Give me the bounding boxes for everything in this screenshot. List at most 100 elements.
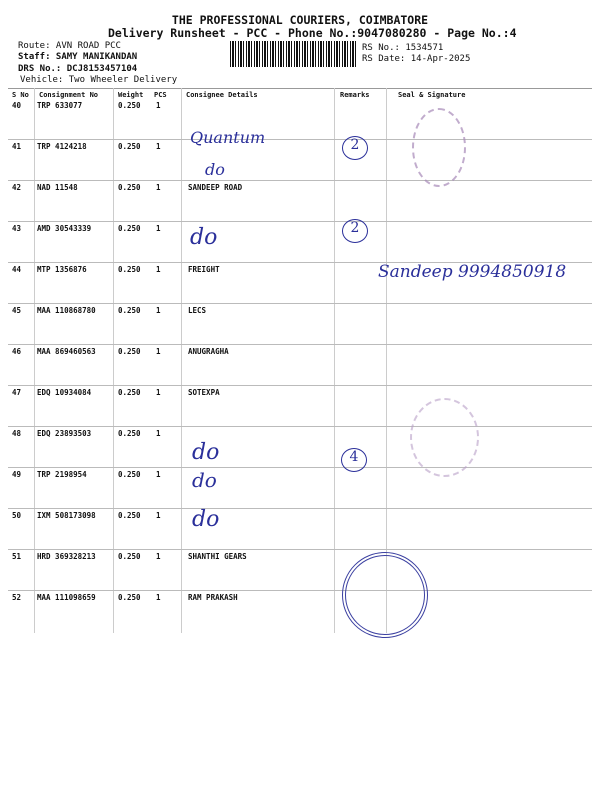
cell-wt: 0.250 xyxy=(118,429,141,438)
cell-sno: 46 xyxy=(12,347,22,356)
cell-pcs: 1 xyxy=(156,470,161,479)
col-seal: Seal & Signature xyxy=(398,91,466,99)
cell-pcs: 1 xyxy=(156,593,161,602)
cell-sno: 51 xyxy=(12,552,22,561)
handwriting-do: do xyxy=(192,440,220,465)
col-sno: S No xyxy=(12,91,29,99)
vehicle: Vehicle: Two Wheeler Delivery xyxy=(20,75,178,85)
cell-consignee: LECS xyxy=(188,306,207,315)
cell-consignee: ANUGRAGHA xyxy=(188,347,229,356)
cell-consignee: SOTEXPA xyxy=(188,388,220,397)
cell-sno: 43 xyxy=(12,224,22,233)
cell-pcs: 1 xyxy=(156,224,161,233)
cell-wt: 0.250 xyxy=(118,101,141,110)
cell-cn: MAA 111098659 xyxy=(37,593,96,602)
handwriting-do: do xyxy=(192,468,217,492)
row-divider xyxy=(8,139,592,140)
cell-sno: 48 xyxy=(12,429,22,438)
row-divider xyxy=(8,344,592,345)
row-divider xyxy=(8,426,592,427)
cell-pcs: 1 xyxy=(156,388,161,397)
cell-wt: 0.250 xyxy=(118,388,141,397)
row-divider xyxy=(8,303,592,304)
cell-pcs: 1 xyxy=(156,101,161,110)
remark-circle-4: 4 xyxy=(341,448,367,472)
cell-wt: 0.250 xyxy=(118,470,141,479)
col-consignee: Consignee Details xyxy=(186,91,258,99)
drs-number: DRS No.: DCJ8153457104 xyxy=(18,64,138,74)
runsheet-subtitle: Delivery Runsheet - PCC - Phone No.:9047… xyxy=(108,26,517,40)
cell-consignee: SANDEEP ROAD xyxy=(188,183,243,192)
row-divider xyxy=(8,262,592,263)
col-weight: Weight xyxy=(118,91,144,99)
cell-sno: 50 xyxy=(12,511,22,520)
cell-pcs: 1 xyxy=(156,265,161,274)
cell-pcs: 1 xyxy=(156,511,161,520)
cell-wt: 0.250 xyxy=(118,552,141,561)
cell-consignee: FREIGHT xyxy=(188,265,220,274)
row-divider xyxy=(8,590,592,591)
cell-pcs: 1 xyxy=(156,306,161,315)
col-remarks: Remarks xyxy=(340,91,370,99)
col-consignment: Consignment No xyxy=(39,91,99,99)
cell-sno: 52 xyxy=(12,593,22,602)
cell-pcs: 1 xyxy=(156,552,161,561)
company-seal-stamp xyxy=(342,552,428,638)
cell-sno: 40 xyxy=(12,101,22,110)
cell-cn: HRD 369328213 xyxy=(37,552,96,561)
cell-wt: 0.250 xyxy=(118,593,141,602)
rs-date: RS Date: 14-Apr-2025 xyxy=(362,54,471,64)
handwriting-do: do xyxy=(205,160,225,179)
cell-cn: TRP 633077 xyxy=(37,101,83,110)
cell-sno: 42 xyxy=(12,183,22,192)
staff: Staff: SAMY MANIKANDAN xyxy=(18,52,138,62)
rs-number: RS No.: 1534571 xyxy=(362,43,444,53)
cell-pcs: 1 xyxy=(156,347,161,356)
route: Route: AVN ROAD PCC xyxy=(18,41,121,51)
cell-sno: 45 xyxy=(12,306,22,315)
cell-wt: 0.250 xyxy=(118,306,141,315)
cell-pcs: 1 xyxy=(156,142,161,151)
seal-stamp xyxy=(410,398,479,477)
cell-wt: 0.250 xyxy=(118,347,141,356)
remark-circle-2: 2 xyxy=(342,219,368,243)
cell-sno: 47 xyxy=(12,388,22,397)
cell-sno: 41 xyxy=(12,142,22,151)
row-divider xyxy=(8,467,592,468)
cell-sno: 44 xyxy=(12,265,22,274)
handwriting-signature-phone: Sandeep 9994850918 xyxy=(378,262,567,282)
handwriting-quantum: Quantum xyxy=(190,128,266,147)
col-pcs: PCS xyxy=(154,91,167,99)
cell-cn: IXM 508173098 xyxy=(37,511,96,520)
row-divider xyxy=(8,221,592,222)
cell-cn: TRP 4124218 xyxy=(37,142,87,151)
barcode xyxy=(230,41,356,67)
cell-consignee: RAM PRAKASH xyxy=(188,593,238,602)
cell-cn: EDQ 23893503 xyxy=(37,429,92,438)
cell-cn: EDQ 10934084 xyxy=(37,388,92,397)
remark-circle-2: 2 xyxy=(342,136,368,160)
cell-cn: MAA 110868780 xyxy=(37,306,96,315)
handwriting-do: do xyxy=(192,507,220,532)
cell-wt: 0.250 xyxy=(118,511,141,520)
cell-wt: 0.250 xyxy=(118,265,141,274)
cell-consignee: SHANTHI GEARS xyxy=(188,552,247,561)
handwriting-do: do xyxy=(190,225,218,250)
row-divider xyxy=(8,180,592,181)
cell-cn: TRP 2198954 xyxy=(37,470,87,479)
cell-cn: AMD 30543339 xyxy=(37,224,92,233)
cell-wt: 0.250 xyxy=(118,142,141,151)
cell-pcs: 1 xyxy=(156,429,161,438)
row-divider xyxy=(8,549,592,550)
cell-cn: MTP 1356876 xyxy=(37,265,87,274)
company-title: THE PROFESSIONAL COURIERS, COIMBATORE xyxy=(171,13,429,27)
cell-wt: 0.250 xyxy=(118,183,141,192)
cell-cn: NAD 11548 xyxy=(37,183,78,192)
cell-pcs: 1 xyxy=(156,183,161,192)
cell-sno: 49 xyxy=(12,470,22,479)
seal-stamp xyxy=(412,108,466,187)
row-divider xyxy=(8,508,592,509)
row-divider xyxy=(8,385,592,386)
cell-cn: MAA 869460563 xyxy=(37,347,96,356)
cell-wt: 0.250 xyxy=(118,224,141,233)
